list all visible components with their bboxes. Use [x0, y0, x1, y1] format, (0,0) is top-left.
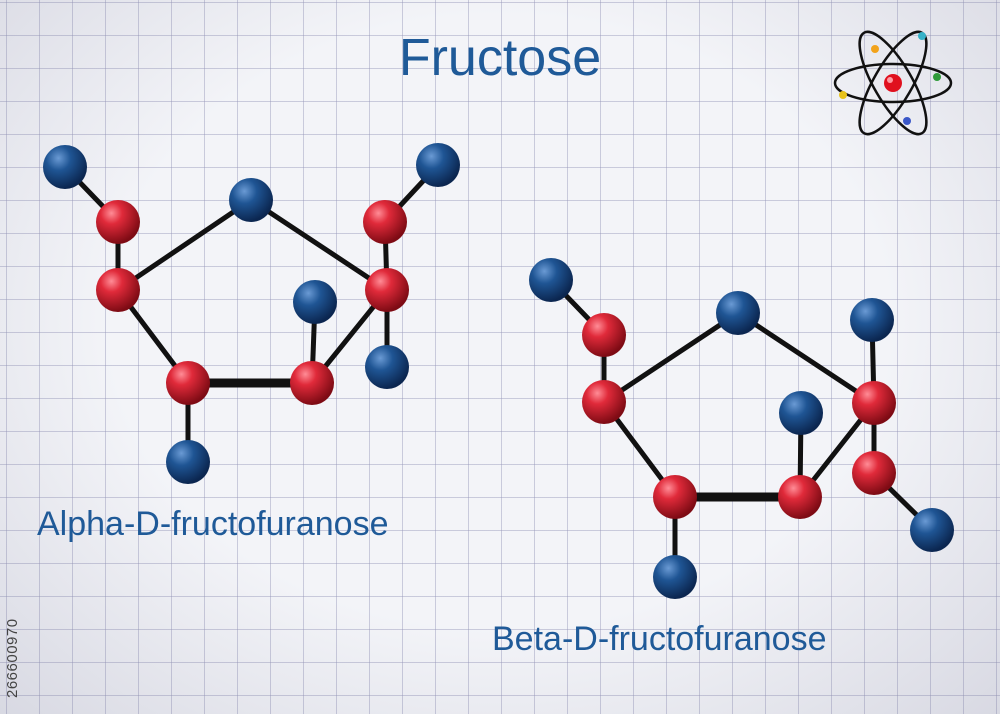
carbon-atom: [778, 475, 822, 519]
hydrogen-atom: [43, 145, 87, 189]
carbon-atom: [166, 361, 210, 405]
stock-id-text: 266600970: [4, 618, 21, 698]
carbon-atom: [852, 381, 896, 425]
hydrogen-atom: [910, 508, 954, 552]
beta-atoms: [529, 258, 954, 599]
carbon-atom: [653, 475, 697, 519]
alpha-molecule-label: Alpha-D-fructofuranose: [37, 505, 389, 543]
hydrogen-atom: [779, 391, 823, 435]
carbon-atom: [290, 361, 334, 405]
carbon-atom: [96, 268, 140, 312]
hydrogen-atom: [166, 440, 210, 484]
oxygen-atom: [852, 451, 896, 495]
alpha-molecule: [43, 143, 460, 484]
hydrogen-atom: [529, 258, 573, 302]
hydrogen-atom: [850, 298, 894, 342]
hydrogen-atom: [293, 280, 337, 324]
oxygen-atom: [582, 313, 626, 357]
page-title: Fructose: [398, 29, 602, 87]
carbon-atom: [582, 380, 626, 424]
beta-molecule-label: Beta-D-fructofuranose: [492, 620, 827, 658]
hydrogen-atom: [365, 345, 409, 389]
ring-oxygen-atom: [716, 291, 760, 335]
hydrogen-atom: [653, 555, 697, 599]
oxygen-atom: [363, 200, 407, 244]
ring-oxygen-atom: [229, 178, 273, 222]
hydrogen-atom: [416, 143, 460, 187]
alpha-atoms: [43, 143, 460, 484]
oxygen-atom: [96, 200, 140, 244]
stock-id-watermark: 266600970: [4, 470, 24, 710]
beta-molecule: [529, 258, 954, 599]
carbon-atom: [365, 268, 409, 312]
atom-icon: [833, 30, 953, 136]
